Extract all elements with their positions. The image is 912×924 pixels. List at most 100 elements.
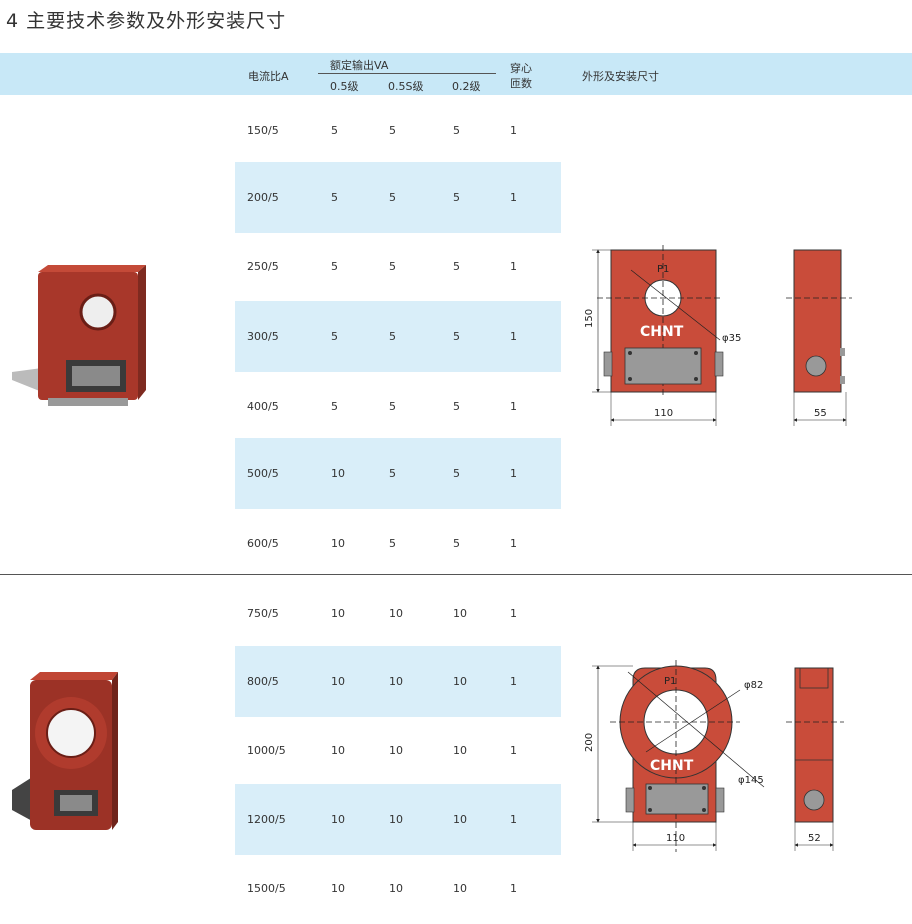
table-cell: 5 <box>331 124 338 137</box>
dim-hole: φ35 <box>722 333 741 344</box>
table-cell: 10 <box>453 675 467 688</box>
table-cell: 5 <box>389 400 396 413</box>
table-cell: 5 <box>453 191 460 204</box>
table-cell: 5 <box>453 330 460 343</box>
page-title: 4 主要技术参数及外形安装尺寸 <box>6 10 287 32</box>
table-cell: 10 <box>331 882 345 895</box>
dim-height: 150 <box>584 309 595 328</box>
table-cell: 1 <box>510 260 517 273</box>
header-divider <box>318 73 496 74</box>
table-cell: 5 <box>389 124 396 137</box>
table-row: 250/5 5 5 5 1 <box>235 231 561 302</box>
header-dims: 外形及安装尺寸 <box>582 70 659 83</box>
table-cell: 1 <box>510 467 517 480</box>
table-cell: 10 <box>331 675 345 688</box>
header-class-05: 0.5级 <box>330 80 359 93</box>
table-cell: 500/5 <box>247 467 279 480</box>
table-cell: 1 <box>510 400 517 413</box>
table-cell: 1 <box>510 537 517 550</box>
table-row: 300/5 5 5 5 1 <box>235 301 561 372</box>
table-cell: 1 <box>510 744 517 757</box>
table-row: 500/5 10 5 5 1 <box>235 438 561 509</box>
table-cell: 5 <box>389 330 396 343</box>
table-cell: 1 <box>510 330 517 343</box>
table-cell: 10 <box>389 607 403 620</box>
drawing-2-front: CHNT P1 φ82 φ145 200 110 <box>584 660 765 852</box>
brand-logo: CHNT <box>640 324 684 340</box>
dim-width: 110 <box>654 408 673 419</box>
table-cell: 250/5 <box>247 260 279 273</box>
table-cell: 5 <box>453 400 460 413</box>
dim-p1: P1 <box>664 676 676 687</box>
table-header: 电流比A 额定输出VA 0.5级 0.5S级 0.2级 穿心 匝数 外形及安装尺… <box>0 53 912 95</box>
table-cell: 1 <box>510 813 517 826</box>
table-cell: 5 <box>453 124 460 137</box>
header-turns-line1: 穿心 <box>510 62 532 75</box>
table-cell: 5 <box>331 260 338 273</box>
section-divider <box>0 574 912 575</box>
table-cell: 10 <box>453 607 467 620</box>
table-cell: 600/5 <box>247 537 279 550</box>
table-cell: 10 <box>389 813 403 826</box>
drawing-1-front: CHNT P1 φ35 150 110 <box>584 245 741 426</box>
table-cell: 300/5 <box>247 330 279 343</box>
dim-width: 110 <box>666 833 685 844</box>
dim-hole: φ82 <box>744 680 763 691</box>
table-cell: 5 <box>453 260 460 273</box>
table-cell: 10 <box>331 467 345 480</box>
product-photo-1 <box>12 265 146 406</box>
table-cell: 5 <box>453 467 460 480</box>
table-cell: 5 <box>389 467 396 480</box>
dim-depth: 55 <box>814 408 827 419</box>
table-cell: 5 <box>331 400 338 413</box>
header-class-05s: 0.5S级 <box>388 80 424 93</box>
table-cell: 5 <box>389 260 396 273</box>
drawing-1-side: 55 <box>786 249 852 426</box>
table-cell: 1 <box>510 882 517 895</box>
table-cell: 800/5 <box>247 675 279 688</box>
header-ratio: 电流比A <box>248 70 289 83</box>
brand-logo: CHNT <box>650 758 694 774</box>
table-cell: 1000/5 <box>247 744 286 757</box>
table-cell: 750/5 <box>247 607 279 620</box>
table-cell: 5 <box>331 191 338 204</box>
table-cell: 10 <box>331 607 345 620</box>
table-cell: 10 <box>389 675 403 688</box>
table-cell: 10 <box>453 813 467 826</box>
table-row: 400/5 5 5 5 1 <box>235 371 561 442</box>
table-cell: 10 <box>453 744 467 757</box>
table-row: 800/5 10 10 10 1 <box>235 646 561 717</box>
table-cell: 1 <box>510 124 517 137</box>
table-cell: 5 <box>389 191 396 204</box>
table-cell: 10 <box>331 813 345 826</box>
table-cell: 400/5 <box>247 400 279 413</box>
table-cell: 5 <box>389 537 396 550</box>
dim-outer: φ145 <box>738 775 764 786</box>
table-row: 1500/5 10 10 10 1 <box>235 853 561 924</box>
table-cell: 1500/5 <box>247 882 286 895</box>
table-cell: 5 <box>331 330 338 343</box>
dim-height: 200 <box>584 733 595 752</box>
table-cell: 10 <box>331 537 345 550</box>
header-class-02: 0.2级 <box>452 80 481 93</box>
table-row: 750/5 10 10 10 1 <box>235 578 561 649</box>
dim-p1: P1 <box>657 264 669 275</box>
table-row: 1000/5 10 10 10 1 <box>235 715 561 786</box>
dim-depth: 52 <box>808 833 821 844</box>
table-cell: 10 <box>331 744 345 757</box>
table-cell: 10 <box>389 882 403 895</box>
table-cell: 1 <box>510 675 517 688</box>
product-photo-2 <box>12 672 118 830</box>
table-cell: 1 <box>510 191 517 204</box>
table-cell: 5 <box>453 537 460 550</box>
table-cell: 10 <box>453 882 467 895</box>
table-row: 600/5 10 5 5 1 <box>235 508 561 579</box>
header-turns-line2: 匝数 <box>510 77 532 90</box>
table-cell: 10 <box>389 744 403 757</box>
table-row: 1200/5 10 10 10 1 <box>235 784 561 855</box>
table-cell: 1200/5 <box>247 813 286 826</box>
drawing-2-side: 52 <box>786 667 844 851</box>
table-cell: 1 <box>510 607 517 620</box>
